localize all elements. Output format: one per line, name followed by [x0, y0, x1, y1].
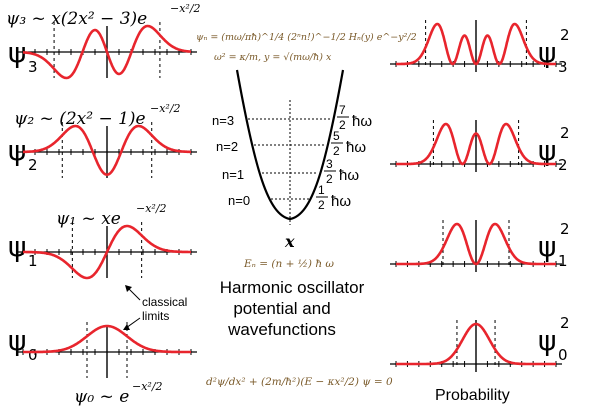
svg-text:ħω: ħω [352, 113, 372, 130]
energy-formula: Eₙ = (n + ½) ħ ω [243, 258, 334, 270]
psi1-squared-curve [396, 222, 556, 266]
annotation-arrow-1 [127, 287, 141, 301]
right-label-psi0sq-sub: 0 [558, 346, 568, 364]
annotation-arrowhead-1 [125, 285, 132, 292]
svg-text:ħω: ħω [339, 167, 359, 184]
psi2-curve [23, 124, 191, 177]
psi1-exponent: −x²/2 [136, 202, 167, 215]
svg-text:3: 3 [326, 157, 333, 171]
svg-text:2: 2 [318, 198, 325, 212]
right-label-psi3sq-sub: 3 [558, 58, 568, 76]
psi0-exponent: −x²/2 [132, 380, 163, 393]
annotation-arrow-2 [125, 317, 141, 329]
right-label-psi1sq-sup: 2 [560, 220, 570, 238]
left-label-psi2: ψ [8, 134, 26, 167]
annotation-limits: limits [142, 309, 169, 323]
annotation-classical: classical [142, 295, 187, 309]
svg-text:1: 1 [318, 183, 325, 197]
schrodinger-equation: d²ψ/dx² + (2m/ħ²)(E − κx²/2) ψ = 0 [206, 376, 393, 388]
left-label-psi1-sub: 1 [28, 252, 38, 270]
psi2-squared-curve [396, 122, 556, 166]
right-label-psi0sq-sup: 2 [560, 314, 570, 332]
psi3-exponent: −x²/2 [170, 2, 201, 15]
right-label-psi2sq: ψ [538, 134, 556, 167]
svg-text:ħω: ħω [346, 139, 366, 156]
energy-value-n0: 1 2 ħω [316, 183, 351, 212]
level-label-n3: n=3 [212, 113, 234, 128]
level-label-n2: n=2 [216, 139, 238, 154]
left-label-psi2-sub: 2 [28, 156, 38, 174]
svg-text:2: 2 [333, 144, 340, 158]
left-label-psi0: ψ [8, 324, 26, 357]
svg-text:ħω: ħω [331, 193, 351, 210]
right-label-psi3sq-sup: 2 [560, 26, 570, 44]
omega-formula: ω² = κ/m, y = √(mω/ħ) x [214, 52, 332, 63]
right-label-psi0sq: ψ [538, 324, 556, 357]
psi1-formula: ψ₁ ~ xe [56, 209, 121, 229]
svg-text:7: 7 [339, 103, 346, 117]
psi3-formula: ψ₃ ~ x(2x² − 3)e [6, 9, 147, 29]
x-axis-label: x [284, 232, 295, 251]
psi2-formula: ψ₂ ~ (2x² − 1)e [14, 109, 146, 129]
title-line-2: potential and [233, 299, 330, 318]
wavefunction-plots [17, 22, 197, 378]
right-label-psi3sq: ψ [538, 36, 556, 69]
left-label-psi1: ψ [8, 230, 26, 263]
svg-text:2: 2 [339, 118, 346, 132]
level-label-n0: n=0 [228, 193, 250, 208]
probability-label: Probability [435, 387, 510, 404]
right-label-psi1sq-sub: 1 [558, 252, 568, 270]
right-label-psi1sq: ψ [538, 230, 556, 263]
psi3-squared-curve [396, 22, 556, 66]
psi3-curve [23, 24, 191, 80]
wavefunction-formula: ψₙ = (mω/πħ)^1/4 (2ⁿn!)^−1/2 Hₙ(y) e^−y²… [196, 32, 417, 43]
left-label-psi0-sub: 0 [28, 346, 38, 364]
level-label-n1: n=1 [222, 167, 244, 182]
psi1-curve [23, 224, 191, 280]
potential-parabola [235, 69, 345, 221]
left-label-psi3-sub: 3 [28, 58, 38, 76]
probability-plots [390, 20, 562, 372]
psi0-formula: ψ₀ ~ e [74, 387, 129, 407]
psi2-exponent: −x²/2 [150, 102, 181, 115]
psi0-curve [23, 324, 191, 354]
energy-value-n2: 5 2 ħω [331, 129, 366, 158]
svg-text:2: 2 [326, 172, 333, 186]
energy-value-n3: 7 2 ħω [337, 103, 372, 132]
svg-text:5: 5 [333, 129, 340, 143]
psi0-squared-curve [396, 322, 556, 366]
title-line-1: Harmonic oscillator [220, 278, 365, 297]
right-label-psi2sq-sub: 2 [558, 156, 568, 174]
energy-value-n1: 3 2 ħω [324, 157, 359, 186]
annotation-arrowhead-2 [123, 324, 130, 330]
right-label-psi2sq-sup: 2 [560, 124, 570, 142]
title-line-3: wavefunctions [227, 320, 336, 339]
